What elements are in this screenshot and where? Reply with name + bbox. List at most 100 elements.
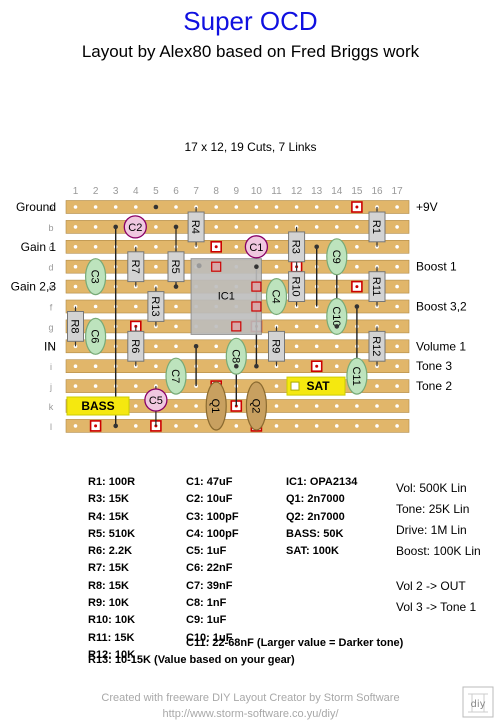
strip-hole [234,205,239,209]
parts-item: R3: 15K [88,493,129,506]
strip-hole [73,205,78,209]
resistor-label: R9 [270,339,282,353]
strip-hole [73,424,78,428]
page-title: Super OCD [183,6,318,36]
strip-hole [294,324,299,329]
column-number: 3 [113,186,119,197]
strip-hole [395,364,399,369]
strip-hole [73,384,78,388]
row-letter: j [49,382,52,392]
strip-hole [335,205,339,209]
ic-label: IC1 [218,291,235,303]
strip-hole [375,384,379,388]
solder-point [153,204,159,210]
strip-hole [355,264,359,269]
strip-hole [154,344,158,349]
parts-item: Q1: 2n7000 [286,493,345,506]
strip-hole [274,225,279,229]
strip-hole [274,264,279,269]
column-number: 14 [331,186,343,197]
parts-item: IC1: OPA2134 [286,476,358,488]
strip-hole [214,344,218,349]
parts-item: R6: 2.2K [88,545,133,558]
strip-hole [174,424,178,428]
column-number: 6 [173,186,179,197]
strip-hole [395,284,399,289]
electrolytic-capacitor [244,235,269,259]
trimmer-label: BASS [81,399,114,413]
column-number: 1 [73,186,79,197]
strip-hole [174,404,178,408]
left-label: Gain 1 [21,240,57,254]
solder-point [234,363,239,369]
strip-hole [294,205,299,209]
row-letter: h [48,342,53,352]
ic-cut [251,281,262,292]
row-letter: k [49,402,54,412]
solder-point [193,344,199,349]
strip-hole [274,424,279,428]
strip-hole [174,304,178,309]
film-capacitor [84,317,107,355]
solder-point [113,224,118,230]
strip-hole [294,344,299,349]
resistor-label: R5 [169,260,181,274]
strip-hole [254,205,259,209]
resistor-label: R11 [370,277,382,296]
strip-hole [73,284,78,289]
strip-hole [314,225,319,229]
ic-cut [211,261,222,272]
strip-hole [73,264,78,269]
strip-hole [395,304,399,309]
transistor [205,381,227,431]
solder-point [334,324,340,329]
strip-hole [234,424,239,428]
row-letter: l [50,422,52,432]
strip-hole [73,245,78,249]
resistor-label: R6 [129,339,141,353]
parts-item: C1: 47uF [186,476,233,488]
parts-item: R7: 15K [88,562,129,575]
trimmer-sat [286,376,346,396]
strip-hole [254,225,259,229]
right-label: Tone 3 [416,359,452,373]
strip-hole [154,324,158,329]
strip-hole [314,324,319,329]
strip-hole [314,404,319,408]
right-label: Tone 2 [416,379,452,393]
column-number: 12 [291,186,303,197]
strip-hole [154,364,158,369]
resistor [187,211,205,243]
parts-item: C9: 1uF [186,614,227,627]
strip-hole [395,225,399,229]
strip-hole [93,384,98,388]
resistor [268,330,285,362]
parts-item: C2: 10uF [186,493,233,506]
row-letter: a [48,203,53,213]
strip-hole [93,245,98,249]
trimmer-wiper [290,381,300,391]
strip-hole [134,404,138,408]
wiring-item: Vol 3 -> Tone 1 [396,600,477,614]
right-label: Volume 1 [416,339,466,353]
track-cut-dot [355,205,359,209]
film-capacitor [326,297,348,336]
film-capacitor-label: C4 [270,290,282,304]
column-number: 10 [251,186,263,197]
resistor [288,271,306,303]
resistor-label: R13 [149,296,161,316]
solder-point [354,304,360,309]
strip-hole [395,344,399,349]
resistor [147,291,165,322]
parts-item: Q2: 2n7000 [286,510,345,523]
resistor-label: R12 [370,336,382,356]
strip-hole [194,384,198,388]
solder-point [314,244,320,250]
strip-hole [134,424,138,428]
row-letter: b [48,223,53,233]
strip-hole [134,304,138,309]
strip-hole [73,364,78,369]
strip-hole [335,424,339,428]
